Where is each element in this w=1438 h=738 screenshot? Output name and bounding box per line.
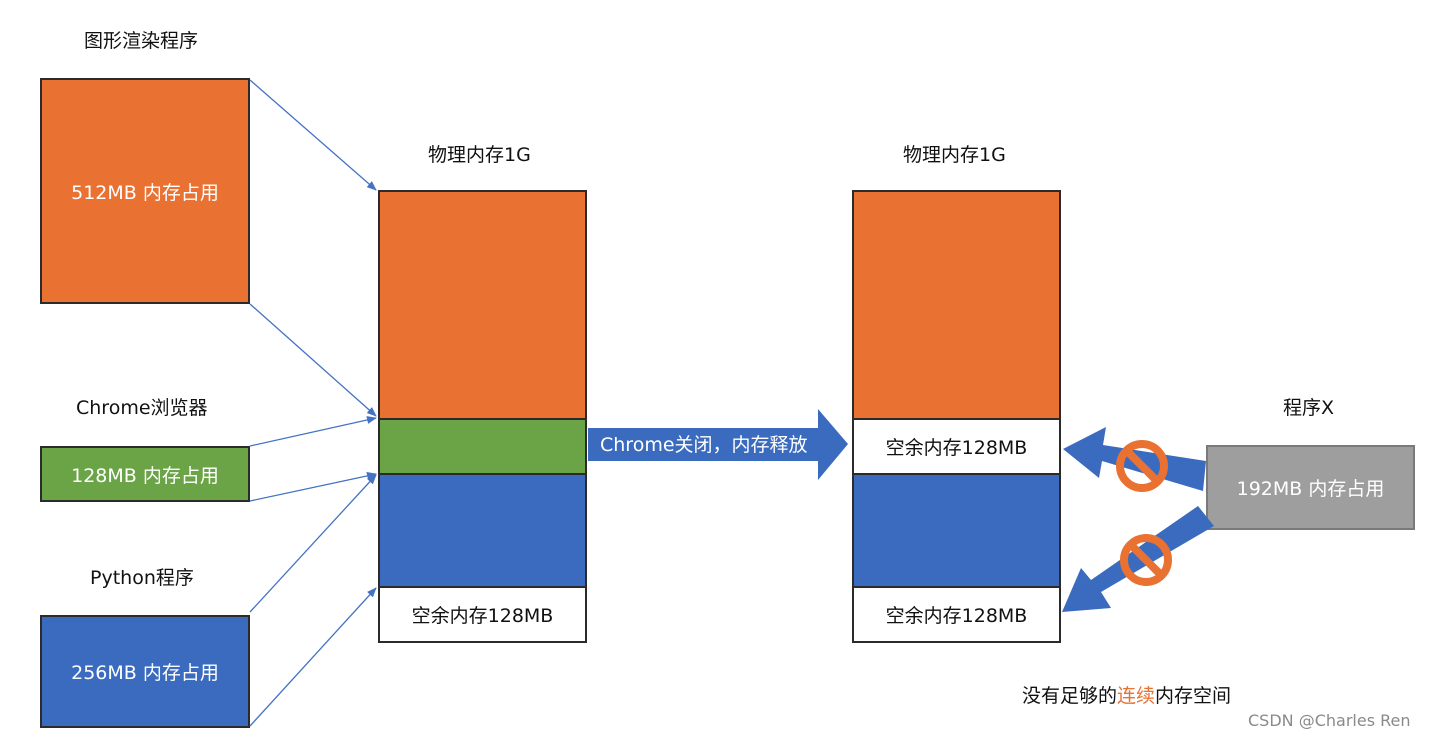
memory-left-title: 物理内存1G	[428, 144, 531, 166]
program-x-title: 程序X	[1283, 397, 1335, 419]
memory-left-python-block	[378, 473, 587, 588]
python-program-title: Python程序	[90, 567, 194, 589]
connector-python-bottom	[249, 587, 377, 727]
caption-prefix: 没有足够的	[1022, 685, 1118, 707]
memory-left-render-block	[378, 190, 587, 420]
memory-left-free-label: 空余内存128MB	[411, 605, 554, 627]
memory-right-render-block	[852, 190, 1061, 420]
transition-arrow	[588, 409, 848, 480]
memory-right-free-bottom-label: 空余内存128MB	[885, 605, 1028, 627]
chrome-program-usage: 128MB 内存占用	[71, 464, 219, 487]
connector-render-top	[249, 79, 377, 191]
connector-chrome-top	[249, 416, 377, 447]
connector-python-top	[249, 474, 377, 613]
blocked-arrow-bottom	[1062, 506, 1214, 612]
python-program-usage: 256MB 内存占用	[71, 662, 219, 684]
memory-left-chrome-block	[378, 418, 587, 475]
prohibited-icon	[1120, 534, 1172, 586]
python-program-box: 256MB 内存占用	[40, 615, 250, 728]
program-x-usage: 192MB 内存占用	[1236, 478, 1385, 500]
memory-right-free-top-label: 空余内存128MB	[885, 437, 1028, 459]
chrome-program-title: Chrome浏览器	[76, 397, 208, 419]
transition-label: Chrome关闭，内存释放	[600, 434, 808, 456]
connector-render-bottom	[249, 303, 377, 417]
memory-right-title: 物理内存1G	[903, 144, 1006, 166]
program-x-box: 192MB 内存占用	[1206, 445, 1415, 530]
connector-chrome-bottom	[249, 471, 377, 502]
chrome-program-box: 128MB 内存占用	[40, 446, 250, 502]
caption: 没有足够的连续内存空间	[1022, 681, 1231, 708]
render-program-box: 512MB 内存占用	[40, 78, 250, 304]
prohibited-icon	[1116, 440, 1168, 492]
memory-right-free-bottom-block: 空余内存128MB	[852, 586, 1061, 643]
render-program-usage: 512MB 内存占用	[71, 181, 219, 204]
memory-left-free-block: 空余内存128MB	[378, 586, 587, 643]
caption-highlight: 连续	[1117, 685, 1156, 707]
render-program-title: 图形渲染程序	[84, 30, 199, 52]
watermark: CSDN @Charles Ren	[1248, 711, 1411, 730]
caption-suffix: 内存空间	[1155, 685, 1232, 707]
